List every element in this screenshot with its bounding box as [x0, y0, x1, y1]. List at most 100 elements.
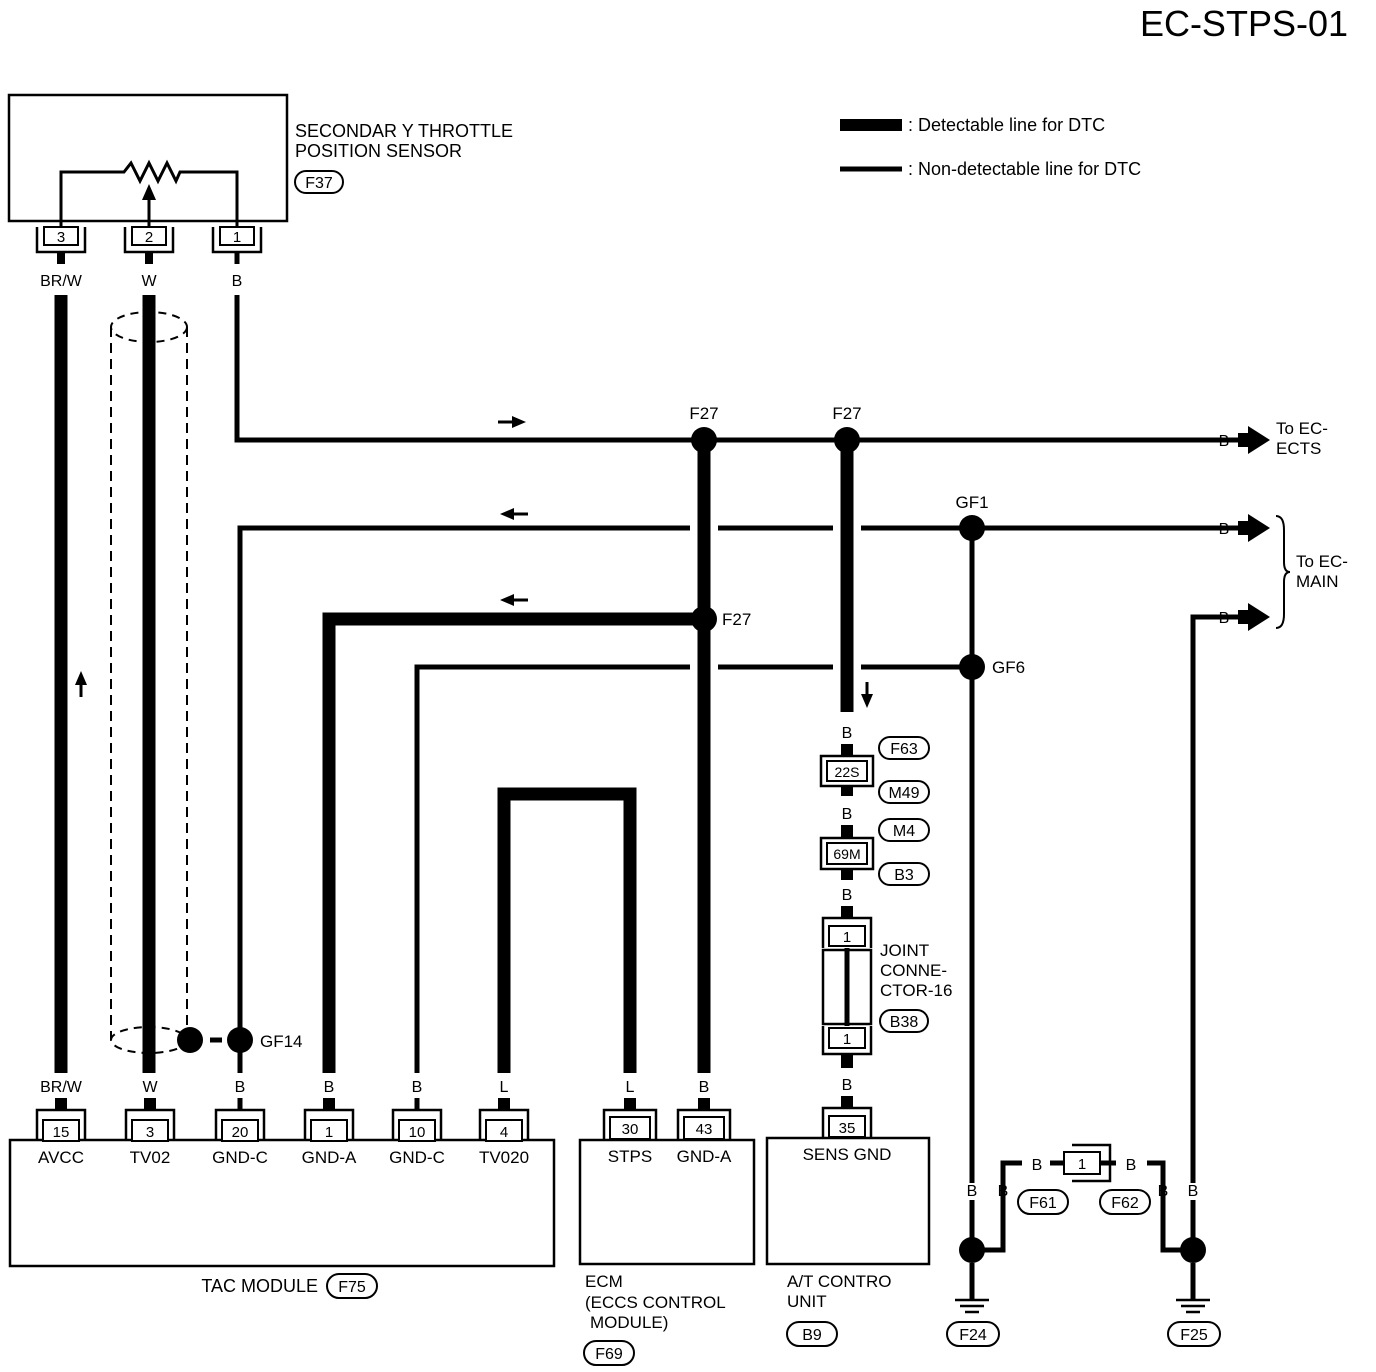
joint-connector-pin-bottom-box	[828, 1027, 866, 1049]
at-chain-wire-2: B	[842, 806, 853, 823]
sensor-component: SECONDAR Y THROTTLE POSITION SENSOR F37	[7, 93, 513, 227]
sensor-pins: 3 2 1 BR/W W B	[35, 226, 263, 290]
grounds: B B B B B B 1 F61 F62 F24 F25	[946, 1143, 1221, 1347]
tac-pin-4-bracket	[478, 1108, 530, 1140]
ground-f24-id: F24	[959, 1327, 987, 1344]
to-main-line1: To EC-	[1296, 552, 1348, 571]
jumper-right-path	[1147, 1160, 1193, 1253]
splice-f27-b	[834, 427, 860, 453]
connector-f62-badge	[1099, 1189, 1151, 1215]
junctions: F27 F27 F27 GF1 GF6 GF14	[177, 404, 1025, 1053]
ecm-connector-badge	[583, 1340, 635, 1366]
ground-f24-badge	[946, 1321, 1000, 1347]
tac-pin-4-name: TV020	[479, 1148, 529, 1167]
jumper-wire-right-down: B	[1158, 1183, 1169, 1200]
splice-gf1-label: GF1	[955, 493, 988, 512]
tac-pin-15-bracket	[35, 1108, 87, 1140]
sensor-pin-2-box	[131, 226, 167, 246]
to-ects-arrow-shaft	[1238, 433, 1248, 447]
at-pin-35-num: 35	[839, 1120, 856, 1137]
tac-pin-10-num: 10	[409, 1124, 426, 1141]
flow-arrow-left-icon	[500, 594, 514, 606]
ecm-pin-30-wire: L	[626, 1079, 635, 1096]
at-pin-35-box	[828, 1115, 866, 1138]
at-control-unit: 35 SENS GND A/T CONTRO UNIT B9	[765, 1106, 931, 1347]
legend: : Detectable line for DTC : Non-detectab…	[840, 115, 1141, 179]
splice-f27-b-label: F27	[832, 404, 861, 423]
flow-arrow-left-icon	[500, 508, 514, 520]
connector-m4-badge	[878, 818, 930, 842]
connector-22s-bracket-top	[819, 754, 875, 781]
tac-pin-1-bracket	[303, 1108, 355, 1140]
ground-point-left	[959, 1237, 985, 1263]
jumper-connector-bracket	[1072, 1143, 1112, 1183]
at-pin-35-bracket	[821, 1106, 873, 1138]
tac-module: TAC MODULE F75 BR/W 15 AVCC W 3 TV02 B	[8, 1079, 556, 1299]
jumper-left-path	[972, 1160, 1022, 1253]
page-title: EC-STPS-01	[1140, 3, 1348, 44]
connector-b38-id: B38	[890, 1014, 919, 1031]
tac-pin-1-name: GND-A	[302, 1148, 357, 1167]
tac-pin-15-wire: BR/W	[40, 1079, 83, 1096]
tac-pin-20-name: GND-C	[212, 1148, 268, 1167]
ecm-pin-43-box	[683, 1116, 725, 1140]
tac-pin-1-wire: B	[324, 1079, 335, 1096]
ecm-pin-43: B 43 GND-A	[677, 1079, 732, 1166]
sensor-pin-1-box	[219, 226, 255, 246]
connector-b38-badge	[879, 1009, 929, 1033]
connector-f61-id: F61	[1029, 1195, 1057, 1212]
wire-b-gnda-1	[322, 612, 704, 1073]
joint-connector-pin-top: 1	[843, 929, 851, 946]
to-main-wire-color-1: B	[1219, 521, 1230, 538]
ecm-pin-43-num: 43	[696, 1121, 713, 1138]
at-pin-35-name: SENS GND	[803, 1145, 892, 1164]
joint-connector-pin-bottom: 1	[843, 1031, 851, 1048]
flow-arrow-left-1	[500, 508, 528, 520]
sensor-connector-badge	[294, 170, 344, 194]
sensor-connector-id: F37	[305, 175, 333, 192]
tac-pin-10-box	[398, 1119, 436, 1142]
to-main-arrow-icon-1	[1248, 514, 1270, 542]
ecm-pin-30-name: STPS	[608, 1147, 652, 1166]
tac-pin-1-box	[310, 1119, 348, 1142]
to-main-arrow-icon-2	[1248, 603, 1270, 631]
tac-pin-10-name: GND-C	[389, 1148, 445, 1167]
tac-module-box	[8, 1138, 556, 1268]
ecm-pin-30-bracket	[602, 1108, 658, 1140]
tac-module-connector-badge	[326, 1273, 378, 1299]
tac-pin-15: BR/W 15 AVCC	[35, 1079, 87, 1167]
at-chain-wire-1: B	[842, 725, 853, 742]
wire-b-main-ground	[1190, 614, 1238, 1183]
connector-b3-id: B3	[894, 867, 914, 884]
ground-left-wire: B	[967, 1183, 978, 1200]
connector-22s-box	[826, 760, 868, 782]
ecm-pin-43-wire: B	[699, 1079, 710, 1096]
sensor-wire-brw: BR/W	[40, 273, 83, 290]
connector-m4-id: M4	[893, 823, 915, 840]
wiper-arrow-icon	[142, 184, 156, 200]
tac-pin-3-num: 3	[146, 1124, 154, 1141]
ecm-name-line3: MODULE)	[590, 1313, 668, 1332]
sensor-pin-2-label: 2	[145, 229, 153, 246]
at-chain-wire-4: B	[842, 1077, 853, 1094]
flow-arrow-up-icon	[75, 671, 87, 685]
tac-pin-20-wire: B	[235, 1079, 246, 1096]
connector-m49-id: M49	[888, 785, 919, 802]
tac-pin-10-bracket	[391, 1108, 443, 1140]
ecm-name-line1: ECM	[585, 1272, 623, 1291]
tac-pin-15-box	[42, 1119, 80, 1142]
sensor-wire-b: B	[232, 273, 243, 290]
at-chain-wire-3: B	[842, 887, 853, 904]
legend-non-detectable-label: : Non-detectable line for DTC	[908, 159, 1141, 179]
tac-pin-1-num: 1	[325, 1124, 333, 1141]
connector-b3-badge	[878, 862, 930, 886]
splice-gf6	[959, 654, 985, 680]
flow-arrow-left-2	[500, 594, 528, 606]
tac-pin-4-num: 4	[500, 1124, 508, 1141]
ground-point-right	[1180, 1237, 1206, 1263]
jumper-wire-left: B	[1032, 1157, 1043, 1174]
splice-gf14	[227, 1027, 253, 1053]
wires	[54, 295, 1238, 1183]
joint-connector-bracket-top	[821, 916, 873, 948]
